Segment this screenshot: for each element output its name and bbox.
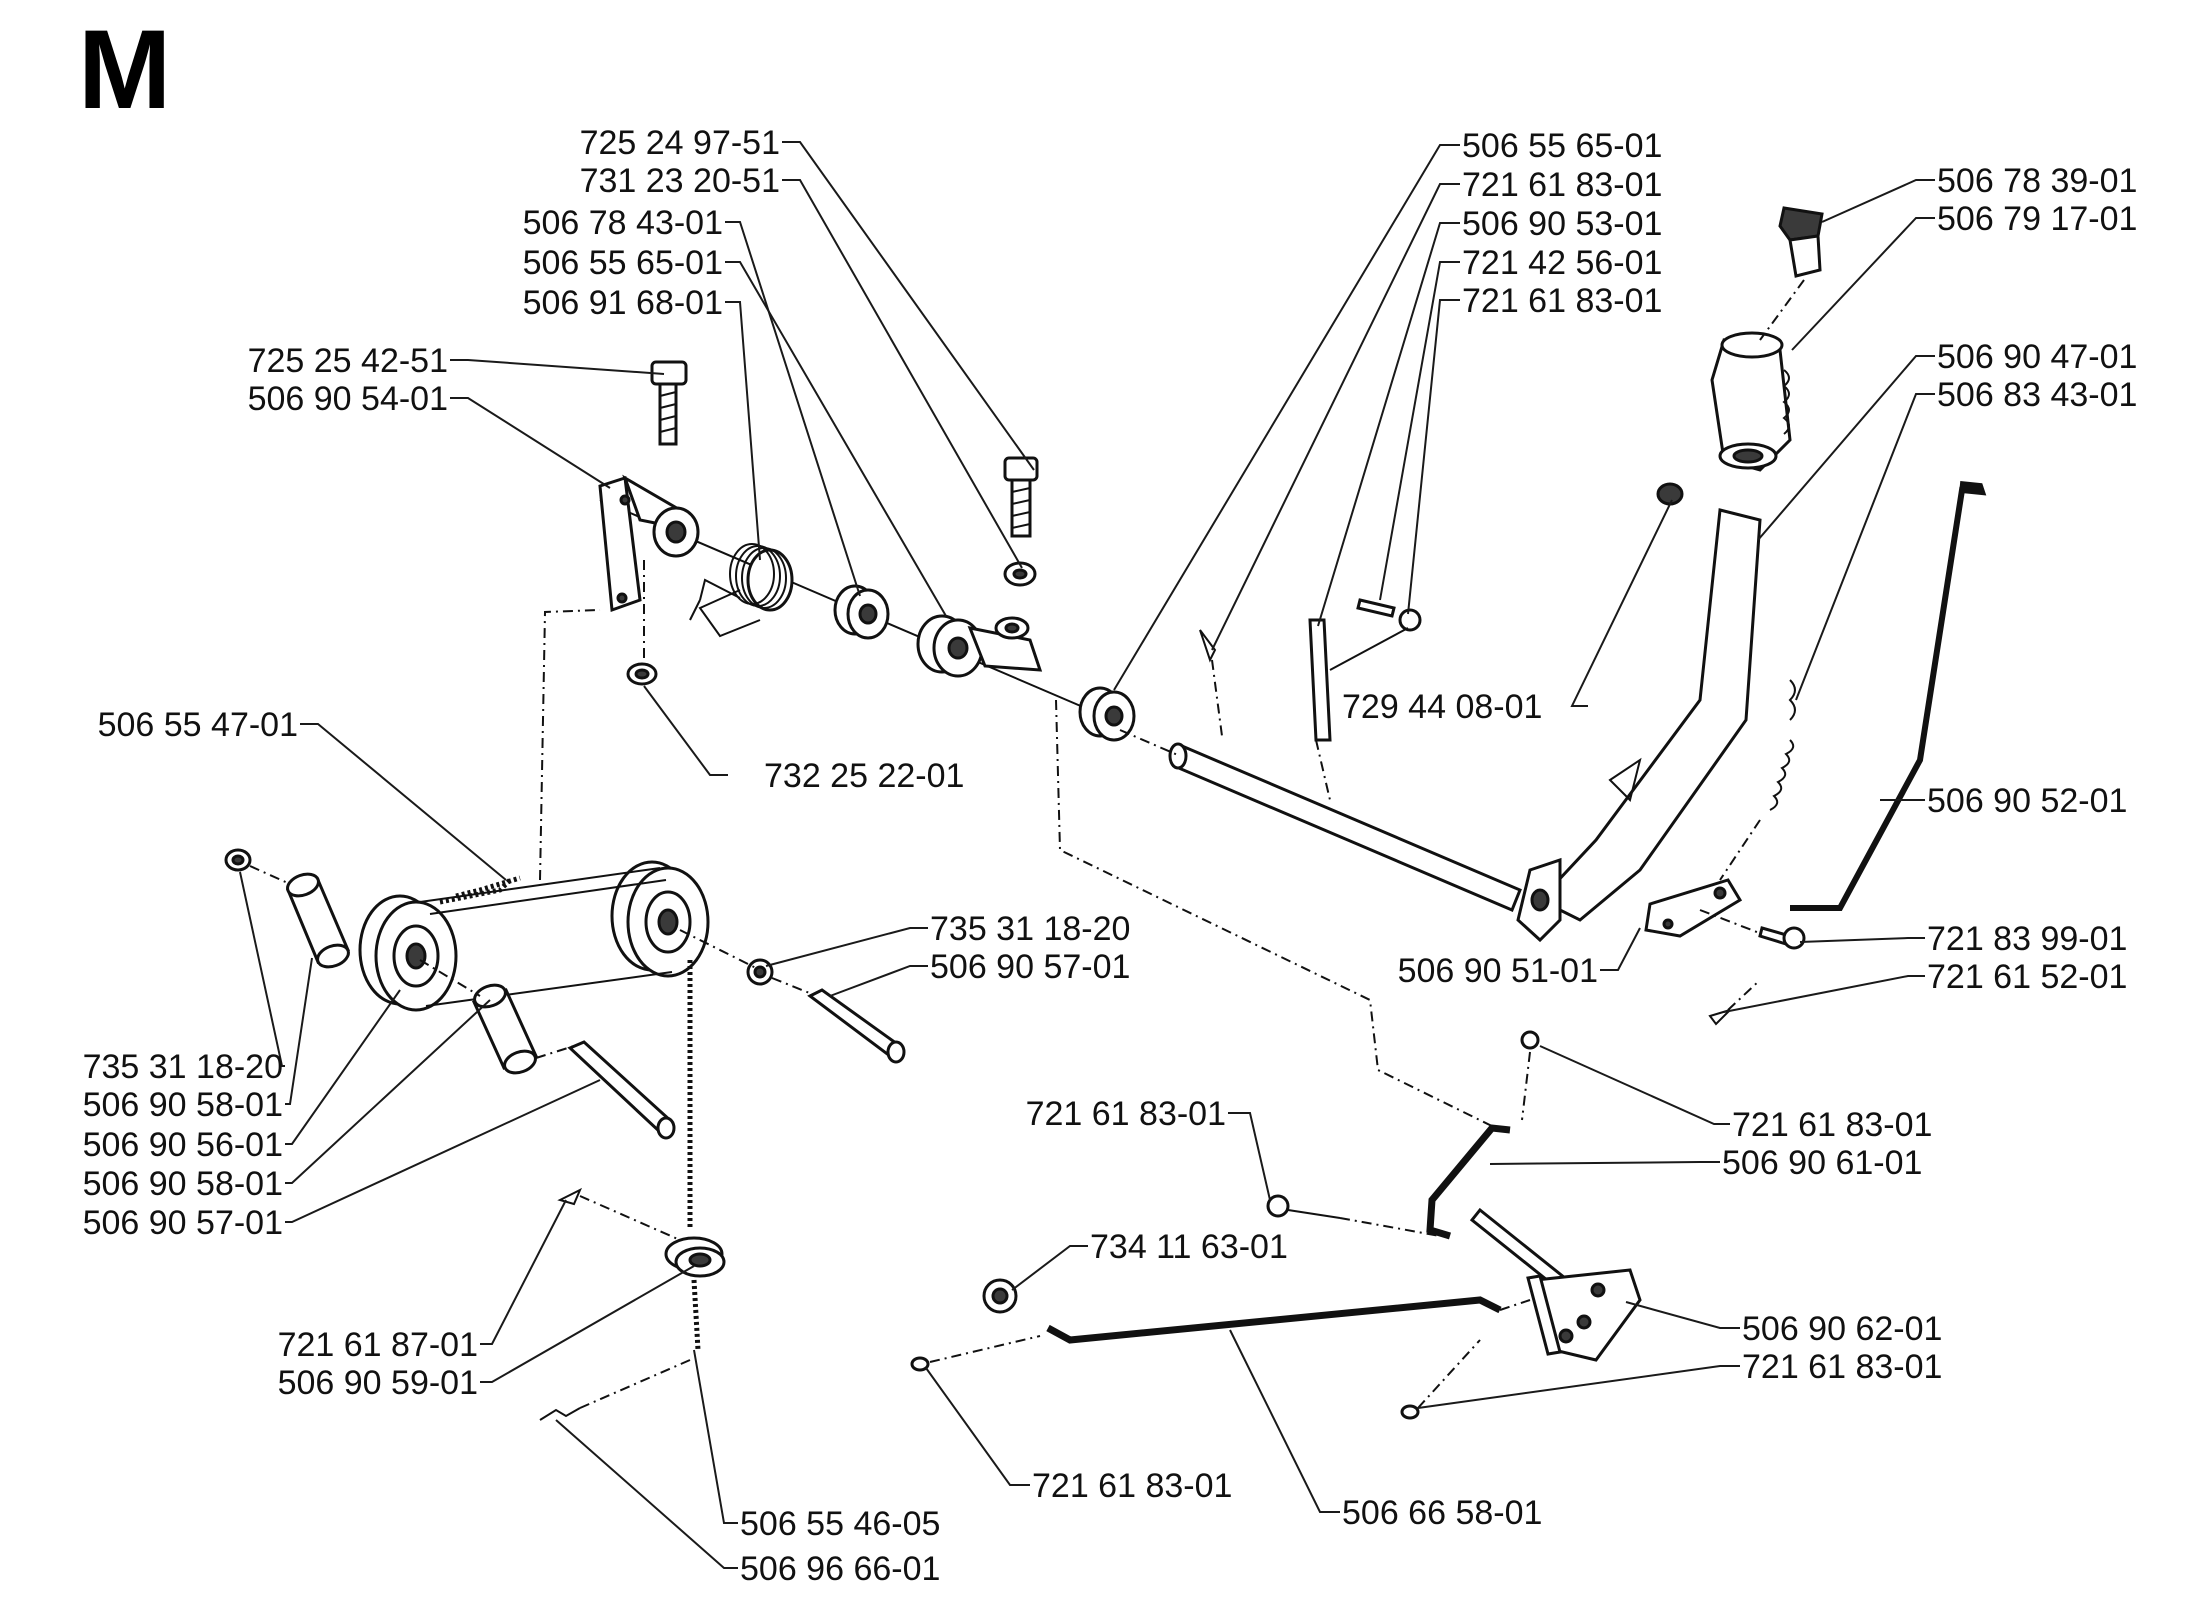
part-number-label: 506 90 57-01 xyxy=(83,1204,283,1242)
part-number-label: 506 90 56-01 xyxy=(83,1126,283,1164)
handle-grip xyxy=(1710,331,1792,472)
part-number-label: 721 42 56-01 xyxy=(1462,244,1662,282)
cable-guide xyxy=(664,1236,726,1278)
part-number-label: 721 61 83-01 xyxy=(1742,1348,1942,1386)
spacer-tube-lower xyxy=(419,959,539,1075)
part-number-label: 506 90 61-01 xyxy=(1722,1144,1922,1182)
part-number-label: 506 90 58-01 xyxy=(83,1086,283,1124)
part-number-label: 506 90 47-01 xyxy=(1937,338,2137,376)
part-number-label: 506 90 58-01 xyxy=(83,1165,283,1203)
part-number-label: 506 83 43-01 xyxy=(1937,376,2137,414)
part-number-label: 725 25 42-51 xyxy=(248,342,448,380)
part-number-label: 506 90 51-01 xyxy=(1398,952,1598,990)
bushing-shaft xyxy=(1078,686,1136,742)
pivot-arm xyxy=(916,614,1043,678)
pulley-left xyxy=(358,894,458,1012)
part-number-label: 721 61 83-01 xyxy=(1462,166,1662,204)
bolt-top-left xyxy=(650,360,688,446)
part-number-label: 721 61 83-01 xyxy=(1732,1106,1932,1144)
part-number-label: 506 90 59-01 xyxy=(278,1364,478,1402)
control-rod-right xyxy=(1790,481,1987,911)
spacer-tube-upper xyxy=(285,872,350,969)
part-number-label: 721 61 83-01 xyxy=(1026,1095,1226,1133)
chain-segment-upper xyxy=(455,875,521,899)
lower-crank xyxy=(1426,1124,1642,1362)
return-spring xyxy=(1719,679,1796,881)
cotter-pin-lower-right-top xyxy=(1520,1030,1540,1121)
handle-lever xyxy=(1516,508,1762,943)
pin-lower-crank xyxy=(1266,1194,1441,1237)
spacer-plate xyxy=(1308,618,1332,801)
part-number-label: 506 78 43-01 xyxy=(523,204,723,242)
pin-lower-left xyxy=(535,1040,676,1140)
part-number-label: 506 96 66-01 xyxy=(740,1550,940,1588)
torsion-spring xyxy=(689,543,794,638)
nut-lower-left xyxy=(626,560,658,686)
cotter-pin-lower-rod xyxy=(910,1335,1041,1372)
cable-lower xyxy=(425,971,673,1007)
chain-upper-link xyxy=(439,878,512,905)
part-number-label: 506 55 47-01 xyxy=(98,706,298,744)
washer-lower-rod xyxy=(982,1278,1018,1314)
part-number-label: 729 44 08-01 xyxy=(1342,688,1542,726)
part-number-label: 506 55 65-01 xyxy=(523,244,723,282)
cotter-pin-shaft xyxy=(1199,629,1223,737)
bracket-left xyxy=(598,474,700,613)
main-shaft xyxy=(1119,729,1522,912)
part-number-label: 725 24 97-51 xyxy=(580,124,780,162)
linkage-guide-line xyxy=(1055,699,1501,1131)
part-number-label: 506 66 58-01 xyxy=(1342,1494,1542,1532)
part-number-label: 506 90 52-01 xyxy=(1927,782,2127,820)
control-rod-lower xyxy=(1046,1296,1531,1344)
part-number-label: 506 90 53-01 xyxy=(1462,205,1662,243)
part-number-label: 506 79 17-01 xyxy=(1937,200,2137,238)
pin-right xyxy=(679,929,906,1064)
handle-screw xyxy=(1656,482,1684,506)
cable-upper-inner xyxy=(429,879,667,915)
part-number-label: 721 61 83-01 xyxy=(1462,282,1662,320)
part-number-label: 734 11 63-01 xyxy=(1090,1228,1288,1266)
part-number-label: 506 55 46-05 xyxy=(740,1505,940,1543)
part-number-label: 735 31 18-20 xyxy=(83,1048,283,1086)
chain-guide-upper xyxy=(539,609,601,881)
part-number-label: 721 83 99-01 xyxy=(1927,920,2127,958)
part-number-label: 735 31 18-20 xyxy=(930,910,1130,948)
part-number-label: 732 25 22-01 xyxy=(764,757,964,795)
pulley-right xyxy=(610,860,710,978)
part-number-label: 506 78 39-01 xyxy=(1937,162,2137,200)
chain-vertical-lower xyxy=(691,1279,701,1351)
washer-far-left xyxy=(224,848,291,885)
part-number-label: 506 90 57-01 xyxy=(930,948,1130,986)
part-number-label: 731 23 20-51 xyxy=(580,162,780,200)
bushing-upper xyxy=(833,584,890,640)
part-number-label: 506 91 68-01 xyxy=(523,284,723,322)
pin-pair xyxy=(1329,598,1422,671)
part-number-label: 721 61 52-01 xyxy=(1927,958,2127,996)
parts-layer xyxy=(224,206,1987,1421)
part-number-label: 721 61 87-01 xyxy=(278,1326,478,1364)
cotter-pin-lower-left xyxy=(557,1187,681,1241)
leader-lines xyxy=(239,141,1935,1569)
handle-knob xyxy=(1759,206,1824,341)
part-number-label: 506 90 62-01 xyxy=(1742,1310,1942,1348)
bell-crank-plate xyxy=(1644,878,1806,1026)
part-number-label: 506 90 54-01 xyxy=(248,380,448,418)
section-letter: M xyxy=(78,7,171,132)
cotter-pin-lower-right xyxy=(1400,1339,1481,1420)
part-number-label: 506 55 65-01 xyxy=(1462,127,1662,165)
clip-lower-left xyxy=(539,1359,691,1421)
part-number-label: 721 61 83-01 xyxy=(1032,1467,1232,1505)
